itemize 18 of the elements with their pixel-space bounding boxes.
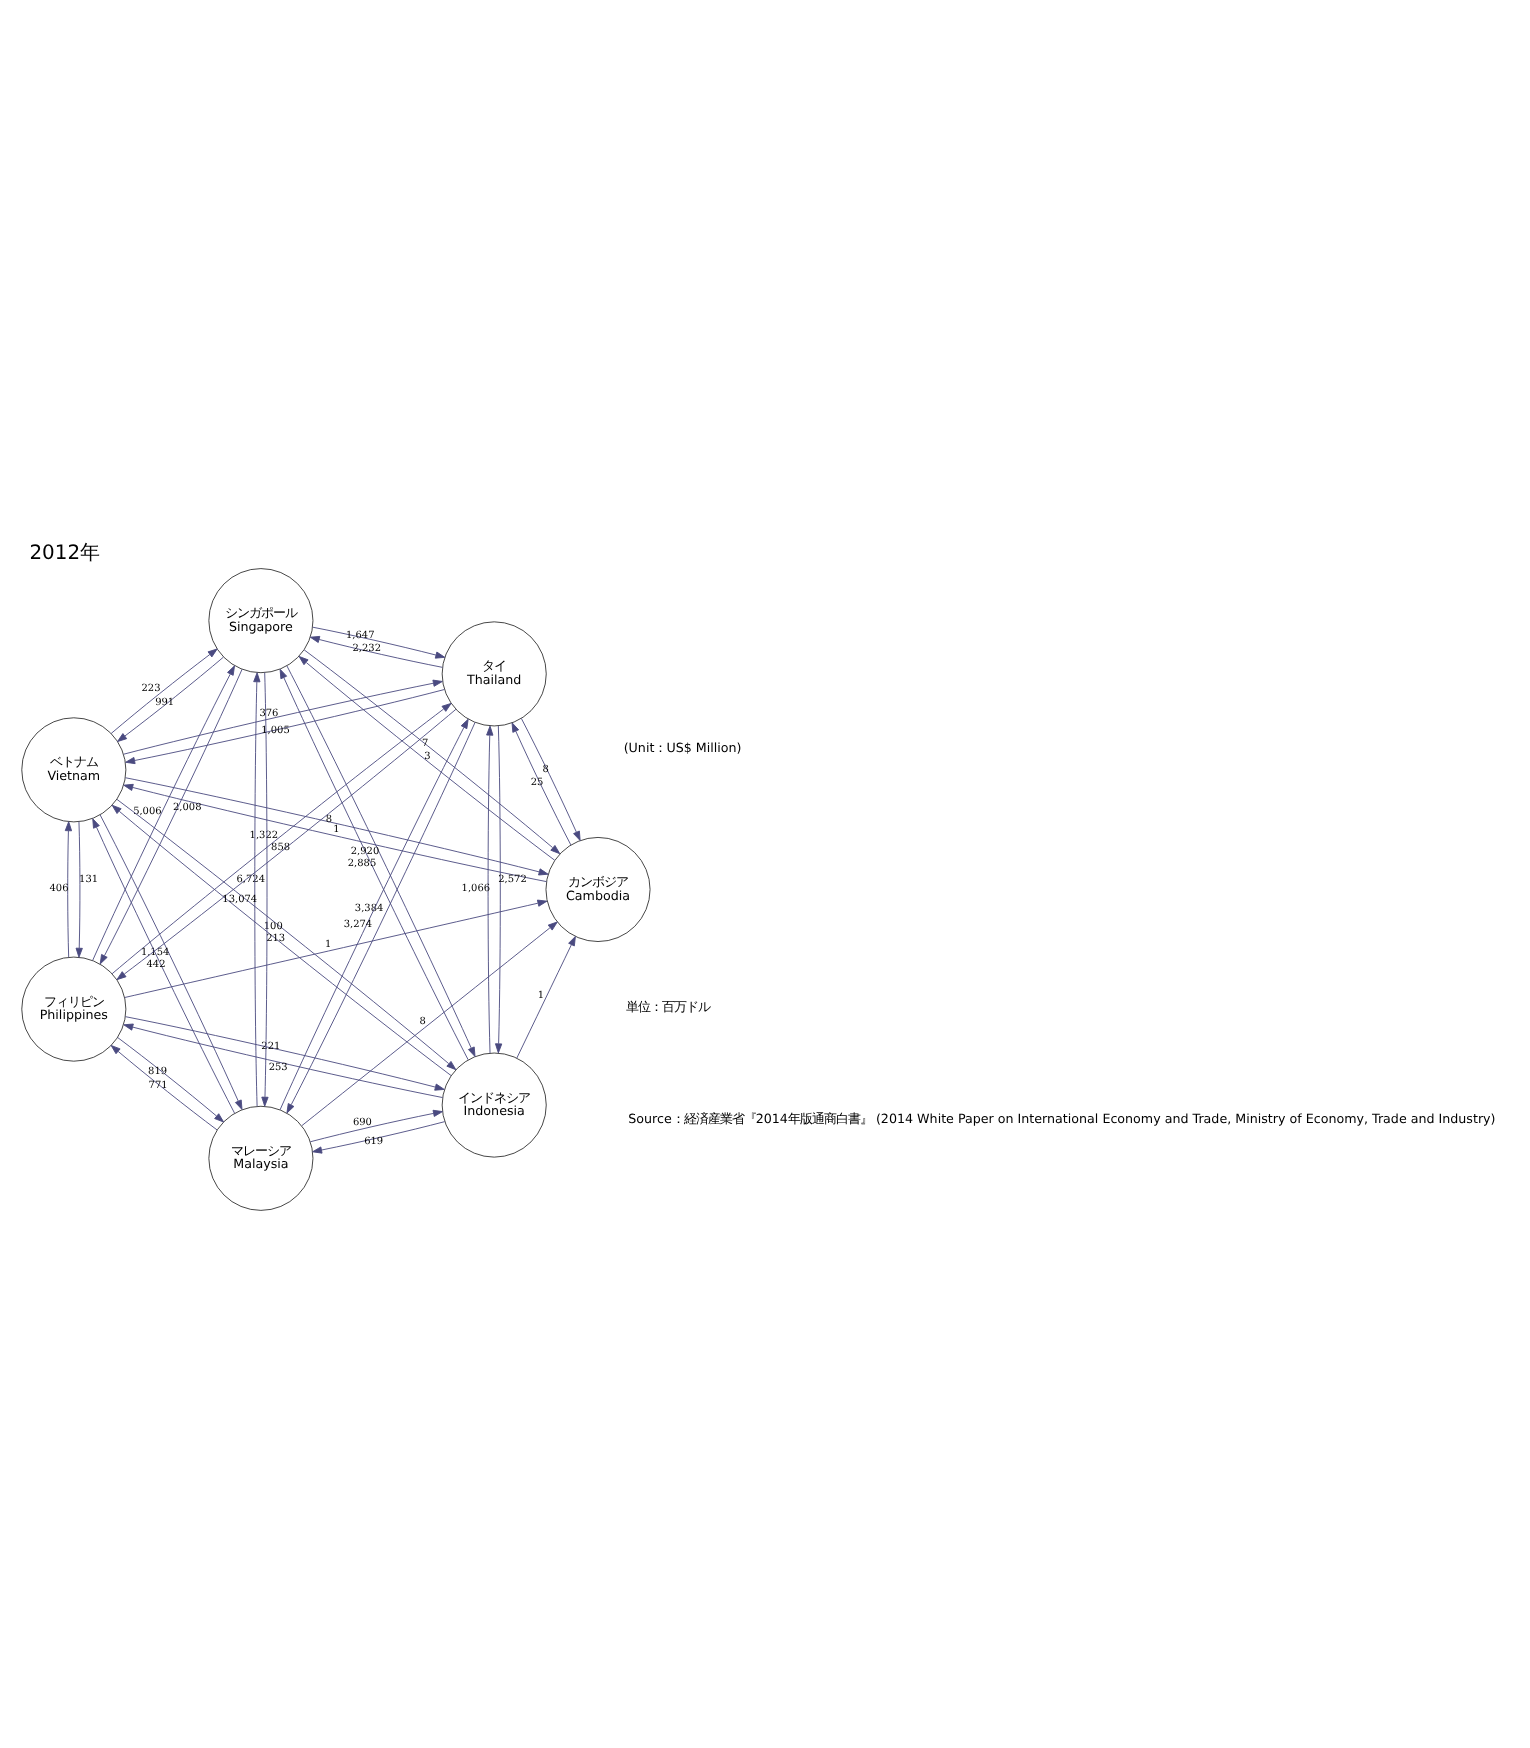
arrow: [495, 724, 503, 1053]
arrow: [486, 724, 494, 1053]
arrow: [312, 1120, 446, 1153]
arrow: [261, 671, 269, 1106]
diagram-title: 2012年: [29, 542, 101, 565]
arrow: [309, 634, 443, 667]
arrow: [123, 678, 443, 754]
arrow: [520, 717, 581, 841]
arrow: [511, 721, 572, 845]
arrow: [312, 625, 446, 658]
arrow: [253, 671, 261, 1106]
arrow: [124, 898, 548, 997]
arrow: [301, 920, 558, 1126]
arrow: [309, 1108, 443, 1142]
arrow: [75, 820, 83, 957]
arrow: [125, 688, 445, 764]
arrow: [64, 820, 73, 957]
arrow: [516, 934, 576, 1058]
